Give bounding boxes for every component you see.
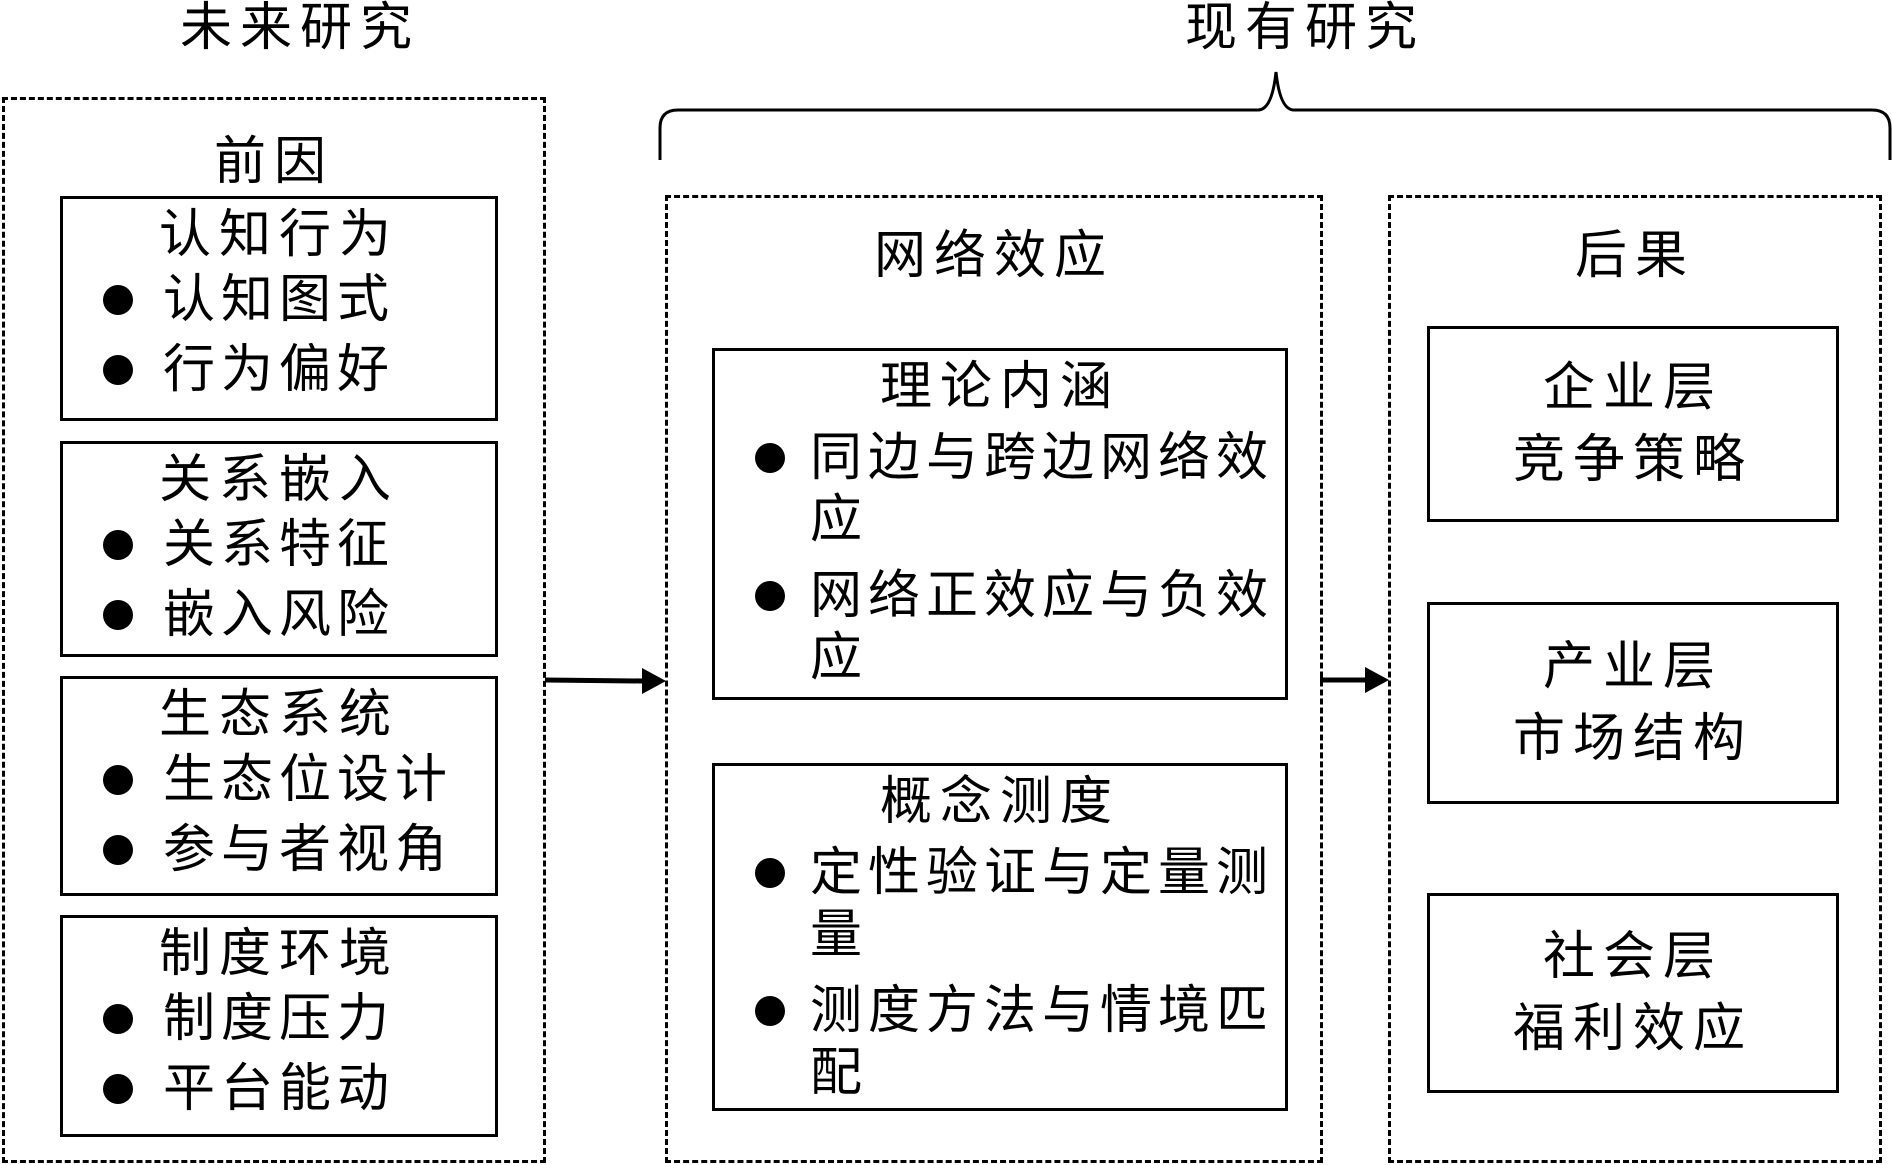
- bullet-icon: [103, 835, 133, 865]
- society-level-box: 社会层 福利效应: [1427, 893, 1839, 1093]
- network-effect-group: 网络效应: [665, 195, 1323, 1163]
- bullet-icon: [103, 530, 133, 560]
- list-item: 网络正效应与负效应: [715, 565, 1330, 689]
- industry-level-box: 产业层 市场结构: [1427, 602, 1839, 804]
- cognitive-behavior-box: 认知行为 认知图式 行为偏好: [60, 196, 498, 421]
- arrow-network-effect-to-consequences: [1320, 667, 1389, 693]
- list-item: 平台能动: [63, 1058, 495, 1120]
- bullet-icon: [103, 600, 133, 630]
- bullet-icon: [755, 996, 785, 1026]
- list-item: 嵌入风险: [63, 584, 495, 646]
- list-item: 同边与跨边网络效应: [715, 427, 1330, 551]
- list-item: 定性验证与定量测量: [715, 842, 1330, 966]
- bullet-icon: [103, 765, 133, 795]
- ecosystem-box: 生态系统 生态位设计 参与者视角: [60, 676, 498, 896]
- arrow-antecedents-to-network-effect: [544, 668, 666, 694]
- list-item: 生态位设计: [63, 749, 495, 811]
- consequences-title: 后果: [1574, 226, 1695, 286]
- box-title: 理论内涵: [879, 357, 1120, 417]
- current-research-brace: [658, 71, 1892, 160]
- box-title: 制度环境: [158, 924, 399, 984]
- level-label: 产业层: [1542, 637, 1723, 697]
- list-item: 关系特征: [63, 514, 495, 576]
- network-effect-title: 网络效应: [873, 226, 1114, 286]
- firm-level-box: 企业层 竞争策略: [1427, 326, 1839, 522]
- list-item: 认知图式: [63, 269, 495, 331]
- box-title: 认知行为: [158, 205, 399, 265]
- relational-embeddedness-box: 关系嵌入 关系特征 嵌入风险: [60, 441, 498, 657]
- level-label: 社会层: [1542, 927, 1723, 987]
- topic-label: 市场结构: [1512, 709, 1753, 769]
- bullet-icon: [755, 443, 785, 473]
- list-item: 行为偏好: [63, 339, 495, 401]
- antecedents-title: 前因: [213, 132, 334, 192]
- current-research-label: 现有研究: [1185, 0, 1426, 58]
- level-label: 企业层: [1542, 358, 1723, 418]
- topic-label: 竞争策略: [1512, 430, 1753, 490]
- antecedents-group: 前因: [2, 97, 546, 1163]
- concept-measurement-box: 概念测度 定性验证与定量测量 测度方法与情境匹配: [712, 763, 1288, 1111]
- theoretical-connotation-box: 理论内涵 同边与跨边网络效应 网络正效应与负效应: [712, 348, 1288, 700]
- list-item: 制度压力: [63, 988, 495, 1050]
- box-title: 生态系统: [158, 685, 399, 745]
- bullet-icon: [103, 355, 133, 385]
- institutional-environment-box: 制度环境 制度压力 平台能动: [60, 915, 498, 1137]
- consequences-group: 后果: [1388, 195, 1882, 1163]
- topic-label: 福利效应: [1512, 999, 1753, 1059]
- list-item: 测度方法与情境匹配: [715, 980, 1330, 1104]
- bullet-icon: [103, 1004, 133, 1034]
- box-title: 关系嵌入: [158, 450, 399, 510]
- box-title: 概念测度: [879, 772, 1120, 832]
- bullet-icon: [103, 1074, 133, 1104]
- bullet-icon: [103, 285, 133, 315]
- list-item: 参与者视角: [63, 819, 495, 881]
- bullet-icon: [755, 858, 785, 888]
- future-research-label: 未来研究: [180, 0, 421, 58]
- bullet-icon: [755, 581, 785, 611]
